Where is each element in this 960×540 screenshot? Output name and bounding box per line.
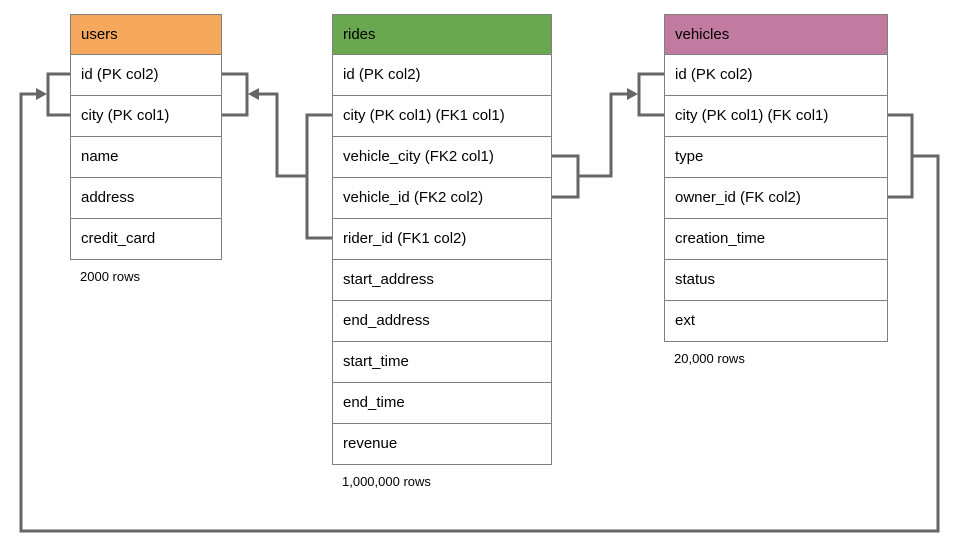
column-row: start_address xyxy=(333,259,551,300)
table-vehicles-header: vehicles xyxy=(665,15,887,54)
rides-right-bracket xyxy=(552,154,580,199)
row-count-label: 2000 rows xyxy=(80,269,140,284)
rides-left-bracket xyxy=(305,113,332,240)
arrowhead-right-icon xyxy=(627,88,638,100)
column-row: owner_id (FK col2) xyxy=(665,177,887,218)
table-users: users id (PK col2) city (PK col1) name a… xyxy=(70,14,222,284)
column-row: type xyxy=(665,136,887,177)
column-row: vehicle_city (FK2 col1) xyxy=(333,136,551,177)
rides-to-vehicles-link xyxy=(578,92,628,178)
users-right-bracket xyxy=(222,72,249,117)
column-row: city (PK col1) (FK1 col1) xyxy=(333,95,551,136)
column-row: name xyxy=(71,136,221,177)
column-row: status xyxy=(665,259,887,300)
column-row: id (PK col2) xyxy=(71,54,221,95)
table-rides-header: rides xyxy=(333,15,551,54)
column-row: city (PK col1) (FK col1) xyxy=(665,95,887,136)
arrowhead-left-icon xyxy=(248,88,259,100)
column-row: end_time xyxy=(333,382,551,423)
column-row: end_address xyxy=(333,300,551,341)
column-row: vehicle_id (FK2 col2) xyxy=(333,177,551,218)
vehicles-left-bracket xyxy=(637,72,664,117)
relation-rides-to-vehicles-line xyxy=(552,72,664,199)
column-row: rider_id (FK1 col2) xyxy=(333,218,551,259)
table-users-header: users xyxy=(71,15,221,54)
column-row: start_time xyxy=(333,341,551,382)
column-row: creation_time xyxy=(665,218,887,259)
table-rides: rides id (PK col2) city (PK col1) (FK1 c… xyxy=(332,14,552,489)
column-row: credit_card xyxy=(71,218,221,259)
row-count-label: 1,000,000 rows xyxy=(342,474,431,489)
row-count-label: 20,000 rows xyxy=(674,351,745,366)
vehicles-right-bracket xyxy=(888,113,914,199)
arrowhead-right-icon xyxy=(36,88,47,100)
column-row: ext xyxy=(665,300,887,341)
column-row: city (PK col1) xyxy=(71,95,221,136)
users-left-bracket xyxy=(46,72,70,117)
relation-rides-to-users-line xyxy=(222,72,332,240)
column-row: revenue xyxy=(333,423,551,464)
rides-to-users-link xyxy=(258,92,307,178)
table-vehicles: vehicles id (PK col2) city (PK col1) (FK… xyxy=(664,14,888,366)
column-row: id (PK col2) xyxy=(665,54,887,95)
column-row: id (PK col2) xyxy=(333,54,551,95)
column-row: address xyxy=(71,177,221,218)
